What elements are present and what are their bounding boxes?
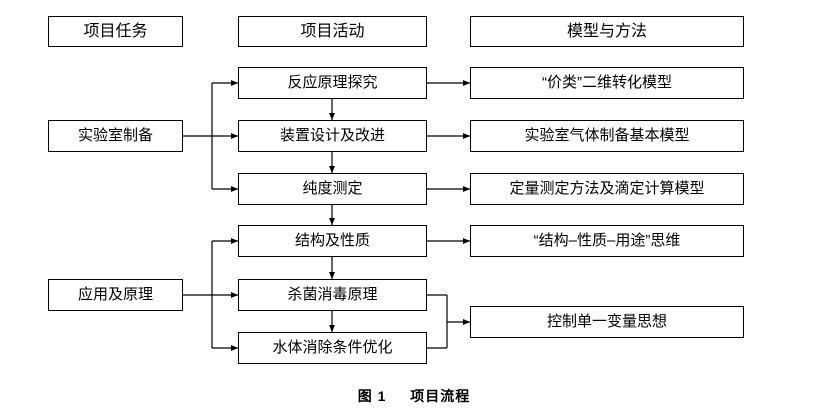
figure-caption-title: 项目流程 [410,388,471,404]
task-lab-prep-label: 实验室制备 [77,126,153,144]
col-header-task: 项目任务 [48,16,183,47]
activity-structure-property-label: 结构及性质 [294,231,370,249]
model-single-variable-label: 控制单一变量思想 [546,312,667,330]
col-header-activity: 项目活动 [238,16,427,47]
activity-water-optimization: 水体消除条件优化 [238,332,427,364]
activity-device-design-label: 装置设计及改进 [279,126,385,144]
model-single-variable: 控制单一变量思想 [470,306,744,338]
model-quantitative-titration-label: 定量测定方法及滴定计算模型 [509,179,705,197]
model-quantitative-titration: 定量测定方法及滴定计算模型 [470,173,744,205]
task-application: 应用及原理 [48,279,183,311]
col-header-model: 模型与方法 [470,16,744,47]
figure-caption: 图 1 项目流程 [0,386,828,406]
model-lab-gas-prep: 实验室气体制备基本模型 [470,120,744,152]
model-valence-category-label: “价类”二维转化模型 [542,73,672,91]
task-lab-prep: 实验室制备 [48,120,183,152]
activity-device-design: 装置设计及改进 [238,120,427,152]
model-lab-gas-prep-label: 实验室气体制备基本模型 [524,126,690,144]
col-header-activity-label: 项目活动 [300,22,365,40]
model-structure-property-use-label: “结构–性质–用途”思维 [533,231,681,249]
activity-reaction-principle: 反应原理探究 [238,67,427,99]
col-header-task-label: 项目任务 [83,22,148,40]
activity-water-optimization-label: 水体消除条件优化 [272,338,393,356]
activity-disinfection: 杀菌消毒原理 [238,279,427,311]
task-application-label: 应用及原理 [77,285,153,303]
activity-reaction-principle-label: 反应原理探究 [287,73,378,91]
activity-purity-test: 纯度测定 [238,173,427,205]
figure-caption-label: 图 1 [357,388,387,404]
model-structure-property-use: “结构–性质–用途”思维 [470,225,744,257]
activity-disinfection-label: 杀菌消毒原理 [287,285,378,303]
activity-structure-property: 结构及性质 [238,225,427,257]
model-valence-category: “价类”二维转化模型 [470,67,744,99]
activity-purity-test-label: 纯度测定 [302,179,363,197]
col-header-model-label: 模型与方法 [566,22,647,40]
